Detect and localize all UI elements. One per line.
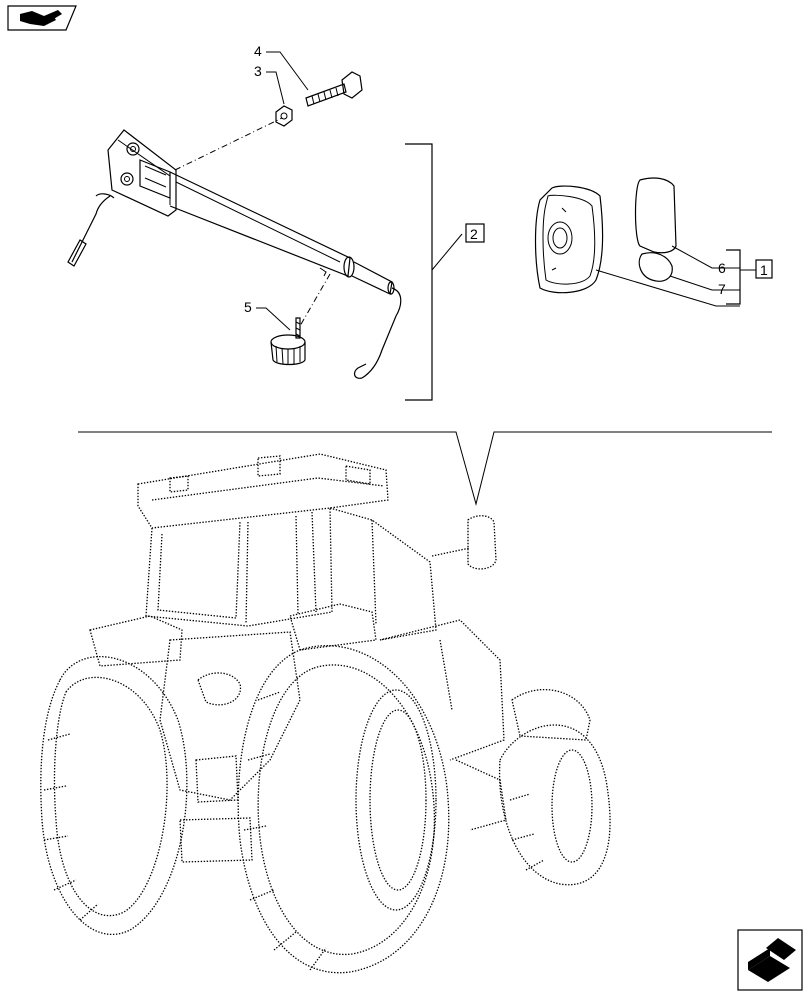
callout-5: 5 (244, 299, 252, 315)
next-page-arrow-icon[interactable] (737, 929, 803, 991)
leader-5 (256, 307, 291, 331)
leader-3 (266, 71, 285, 105)
mirror-glass-7 (638, 252, 673, 282)
bolt-and-nut (275, 71, 363, 127)
open-book-hand-icon (7, 5, 77, 31)
leader-7 (595, 269, 740, 307)
section-divider (78, 431, 772, 506)
mirror-glass-6 (634, 177, 677, 254)
bracket-1 (726, 249, 741, 305)
mirror-arm-assembly (67, 117, 402, 379)
bracket-2 (405, 143, 433, 401)
leader-4 (266, 51, 309, 91)
callout-box-2 (465, 223, 485, 243)
leader-2 (431, 233, 463, 271)
adjustment-knob (270, 317, 306, 366)
callout-6: 6 (718, 260, 726, 276)
callout-3: 3 (254, 63, 262, 79)
tractor-outline (40, 453, 611, 974)
mirror-head (534, 185, 604, 294)
callout-7: 7 (718, 281, 726, 297)
leader-6 (671, 245, 740, 269)
callout-2: 2 (470, 226, 478, 242)
callout-4: 4 (254, 43, 262, 59)
callout-box-1 (755, 259, 773, 279)
callout-1: 1 (760, 262, 768, 278)
